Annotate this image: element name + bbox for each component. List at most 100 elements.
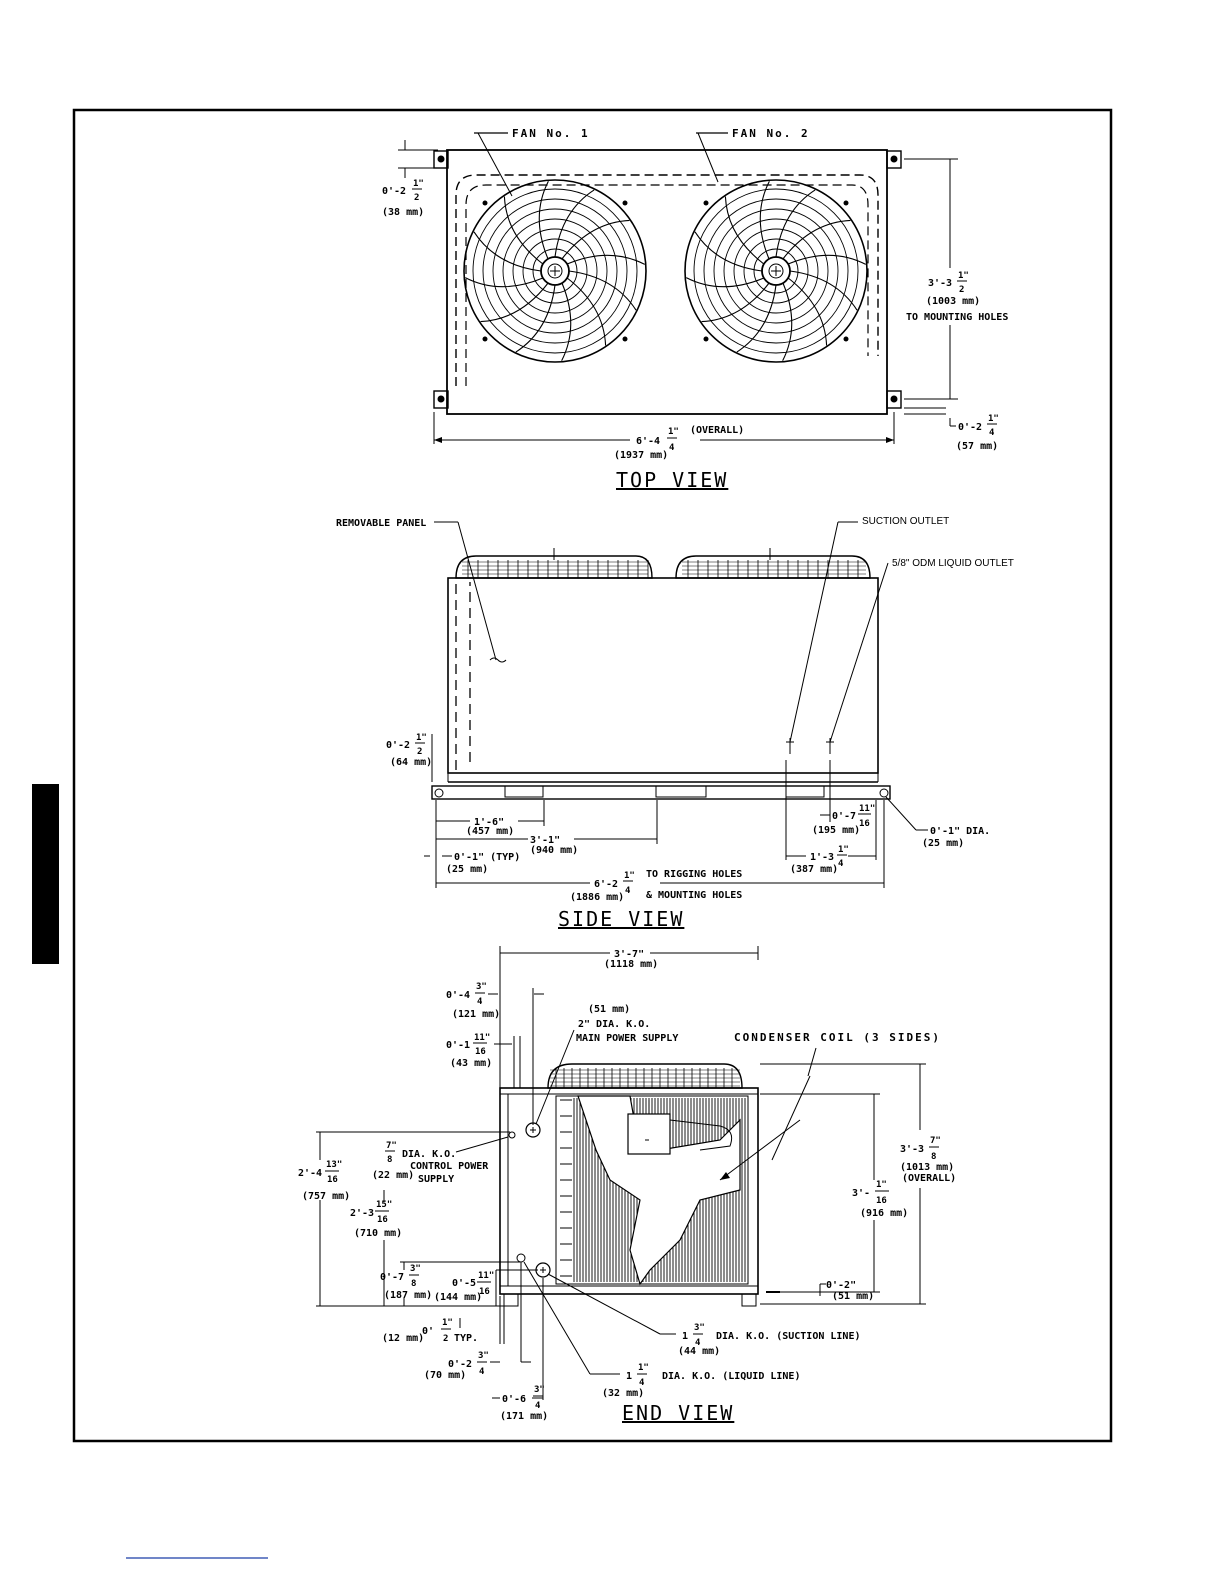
end-height-dim-den: 16 bbox=[876, 1196, 887, 1206]
side-overall-note-1: TO RIGGING HOLES bbox=[646, 869, 742, 880]
side-left-dim: 0'-2 bbox=[386, 740, 410, 751]
side-dim-a-mm: (457 mm) bbox=[466, 826, 514, 837]
end-dim-c-mm: (757 mm) bbox=[302, 1191, 350, 1202]
side-dim-typ: 0'-1" (TYP) bbox=[454, 852, 520, 863]
top-right-dim: 3'-3 bbox=[928, 278, 952, 289]
side-right-dim-1-num: 11" bbox=[859, 804, 875, 814]
side-left-dim-mm: (64 mm) bbox=[390, 757, 432, 768]
end-dim-c: 2'-4 bbox=[298, 1168, 322, 1179]
liquid-line-num: 1" bbox=[638, 1363, 649, 1373]
end-dim-h-num: 3" bbox=[478, 1351, 489, 1361]
top-bottom-right-dim-den: 4 bbox=[989, 428, 995, 438]
top-bottom-right-dim-mm: (57 mm) bbox=[956, 441, 998, 452]
suction-line-mm: (44 mm) bbox=[678, 1346, 720, 1357]
end-base-dim: 0'-2" bbox=[826, 1280, 856, 1291]
control-power-ko bbox=[508, 1131, 516, 1139]
compressor bbox=[627, 1113, 671, 1155]
control-power-mm: (22 mm) bbox=[372, 1170, 414, 1181]
end-dim-h: 0'-2 bbox=[448, 1359, 472, 1370]
end-fan-guard-lines bbox=[550, 1068, 740, 1088]
end-dim-d-num: 15" bbox=[376, 1200, 392, 1210]
side-right-dim-2-mm: (387 mm) bbox=[790, 864, 838, 875]
top-view-title: TOP VIEW bbox=[616, 468, 728, 492]
end-dim-b: 0'-1 bbox=[446, 1040, 470, 1051]
suction-outlet-label: SUCTION OUTLET bbox=[862, 516, 949, 527]
end-dim-i: 0'-6 bbox=[502, 1394, 526, 1405]
drawing-frame bbox=[72, 108, 1113, 1443]
side-right-dim-1-mm: (195 mm) bbox=[812, 825, 860, 836]
top-overall-dim-mm: (1937 mm) bbox=[614, 450, 668, 461]
end-dim-d-den: 16 bbox=[377, 1215, 388, 1225]
end-dim-e-num: 3" bbox=[410, 1264, 421, 1274]
liquid-line-text: DIA. K.O. (LIQUID LINE) bbox=[662, 1371, 800, 1382]
top-view: FAN No. 1 FAN No. 2 0'-2 1" 2 (38 mm) 3'… bbox=[382, 127, 1008, 492]
liquid-line-den: 4 bbox=[639, 1378, 645, 1388]
liquid-outlet-label: 5/8" ODM LIQUID OUTLET bbox=[892, 558, 1014, 569]
side-fan-shroud-1 bbox=[455, 555, 653, 579]
top-view-coil-dashed bbox=[455, 174, 879, 386]
fan-guard-1 bbox=[463, 179, 647, 363]
end-dim-c-den: 16 bbox=[327, 1175, 338, 1185]
end-dim-i-num: 3" bbox=[534, 1385, 545, 1395]
control-power-num: 7" bbox=[386, 1141, 397, 1151]
end-dim-g-num: 1" bbox=[442, 1318, 453, 1328]
top-left-dim-den: 2 bbox=[414, 193, 419, 203]
main-power-mm: (51 mm) bbox=[588, 1004, 630, 1015]
end-dim-f: 0'-5 bbox=[452, 1278, 476, 1289]
side-overall-dim-num: 1" bbox=[624, 871, 635, 881]
end-dim-a-num: 3" bbox=[476, 982, 487, 992]
side-view-title: SIDE VIEW bbox=[558, 907, 684, 931]
fan-mount-dots bbox=[482, 200, 849, 342]
end-view: 3'-7" (1118 mm) 0'-4 3" bbox=[298, 946, 956, 1425]
end-dim-g-mm: (12 mm) bbox=[382, 1333, 424, 1344]
end-dim-i-mm: (171 mm) bbox=[500, 1411, 548, 1422]
end-cabinet bbox=[499, 1087, 759, 1295]
control-power-line-1: DIA. K.O. bbox=[402, 1149, 456, 1160]
end-fan-shroud bbox=[547, 1063, 743, 1089]
top-left-dim: 0'-2 bbox=[382, 186, 406, 197]
side-cabinet bbox=[447, 577, 879, 774]
side-right-dim-1-den: 16 bbox=[859, 819, 870, 829]
side-fan-shroud-2 bbox=[675, 555, 871, 579]
end-top-dim-mm: (1118 mm) bbox=[604, 959, 658, 970]
top-overall-dim-num: 1" bbox=[668, 427, 679, 437]
side-right-dim-1: 0'-7 bbox=[832, 811, 856, 822]
side-dia-dim-mm: (25 mm) bbox=[922, 838, 964, 849]
main-power-line-1: 2" DIA. K.O. bbox=[578, 1019, 650, 1030]
end-height-dim-num: 1" bbox=[876, 1180, 887, 1190]
end-overall-dim-mm: (1013 mm) bbox=[900, 1162, 954, 1173]
end-dim-a: 0'-4 bbox=[446, 990, 470, 1001]
side-overall-dim-den: 4 bbox=[625, 886, 631, 896]
fan-2-label: FAN No. 2 bbox=[732, 127, 810, 140]
end-dim-d-mm: (710 mm) bbox=[354, 1228, 402, 1239]
top-overall-dim: 6'-4 bbox=[636, 436, 660, 447]
mount-foot bbox=[433, 150, 449, 169]
suction-line-text: DIA. K.O. (SUCTION LINE) bbox=[716, 1331, 861, 1342]
control-power-line-3: SUPPLY bbox=[418, 1174, 454, 1185]
side-fan-guard-lines bbox=[462, 560, 866, 578]
suction-line-den: 4 bbox=[695, 1338, 701, 1348]
section-tab bbox=[32, 784, 59, 964]
top-right-dim-note: TO MOUNTING HOLES bbox=[906, 312, 1008, 323]
liquid-line-ko bbox=[516, 1253, 526, 1263]
condenser-coil bbox=[555, 1095, 749, 1285]
end-top-dim: 3'-7" bbox=[614, 949, 644, 960]
end-dim-i-den: 4 bbox=[535, 1401, 541, 1411]
suction-line-num: 3" bbox=[694, 1323, 705, 1333]
removable-panel-label: REMOVABLE PANEL bbox=[336, 518, 426, 529]
top-right-dim-num: 1" bbox=[958, 271, 969, 281]
end-dim-e-den: 8 bbox=[411, 1279, 416, 1289]
liquid-line-whole: 1 bbox=[626, 1371, 632, 1382]
end-dim-h-den: 4 bbox=[479, 1367, 485, 1377]
end-overall-dim-den: 8 bbox=[931, 1152, 936, 1162]
side-dia-dim: 0'-1" DIA. bbox=[930, 826, 990, 837]
top-left-dim-num: 1" bbox=[413, 179, 424, 189]
top-view-cabinet bbox=[446, 149, 888, 415]
end-dim-d: 2'-3 bbox=[350, 1208, 374, 1219]
side-view: REMOVABLE PANEL SUCTION OUTLET 5/8" ODM … bbox=[336, 516, 1014, 931]
top-left-dim-mm: (38 mm) bbox=[382, 207, 424, 218]
end-dim-h-mm: (70 mm) bbox=[424, 1370, 466, 1381]
end-dim-f-den: 16 bbox=[479, 1287, 490, 1297]
end-overall-dim-num: 7" bbox=[930, 1136, 941, 1146]
